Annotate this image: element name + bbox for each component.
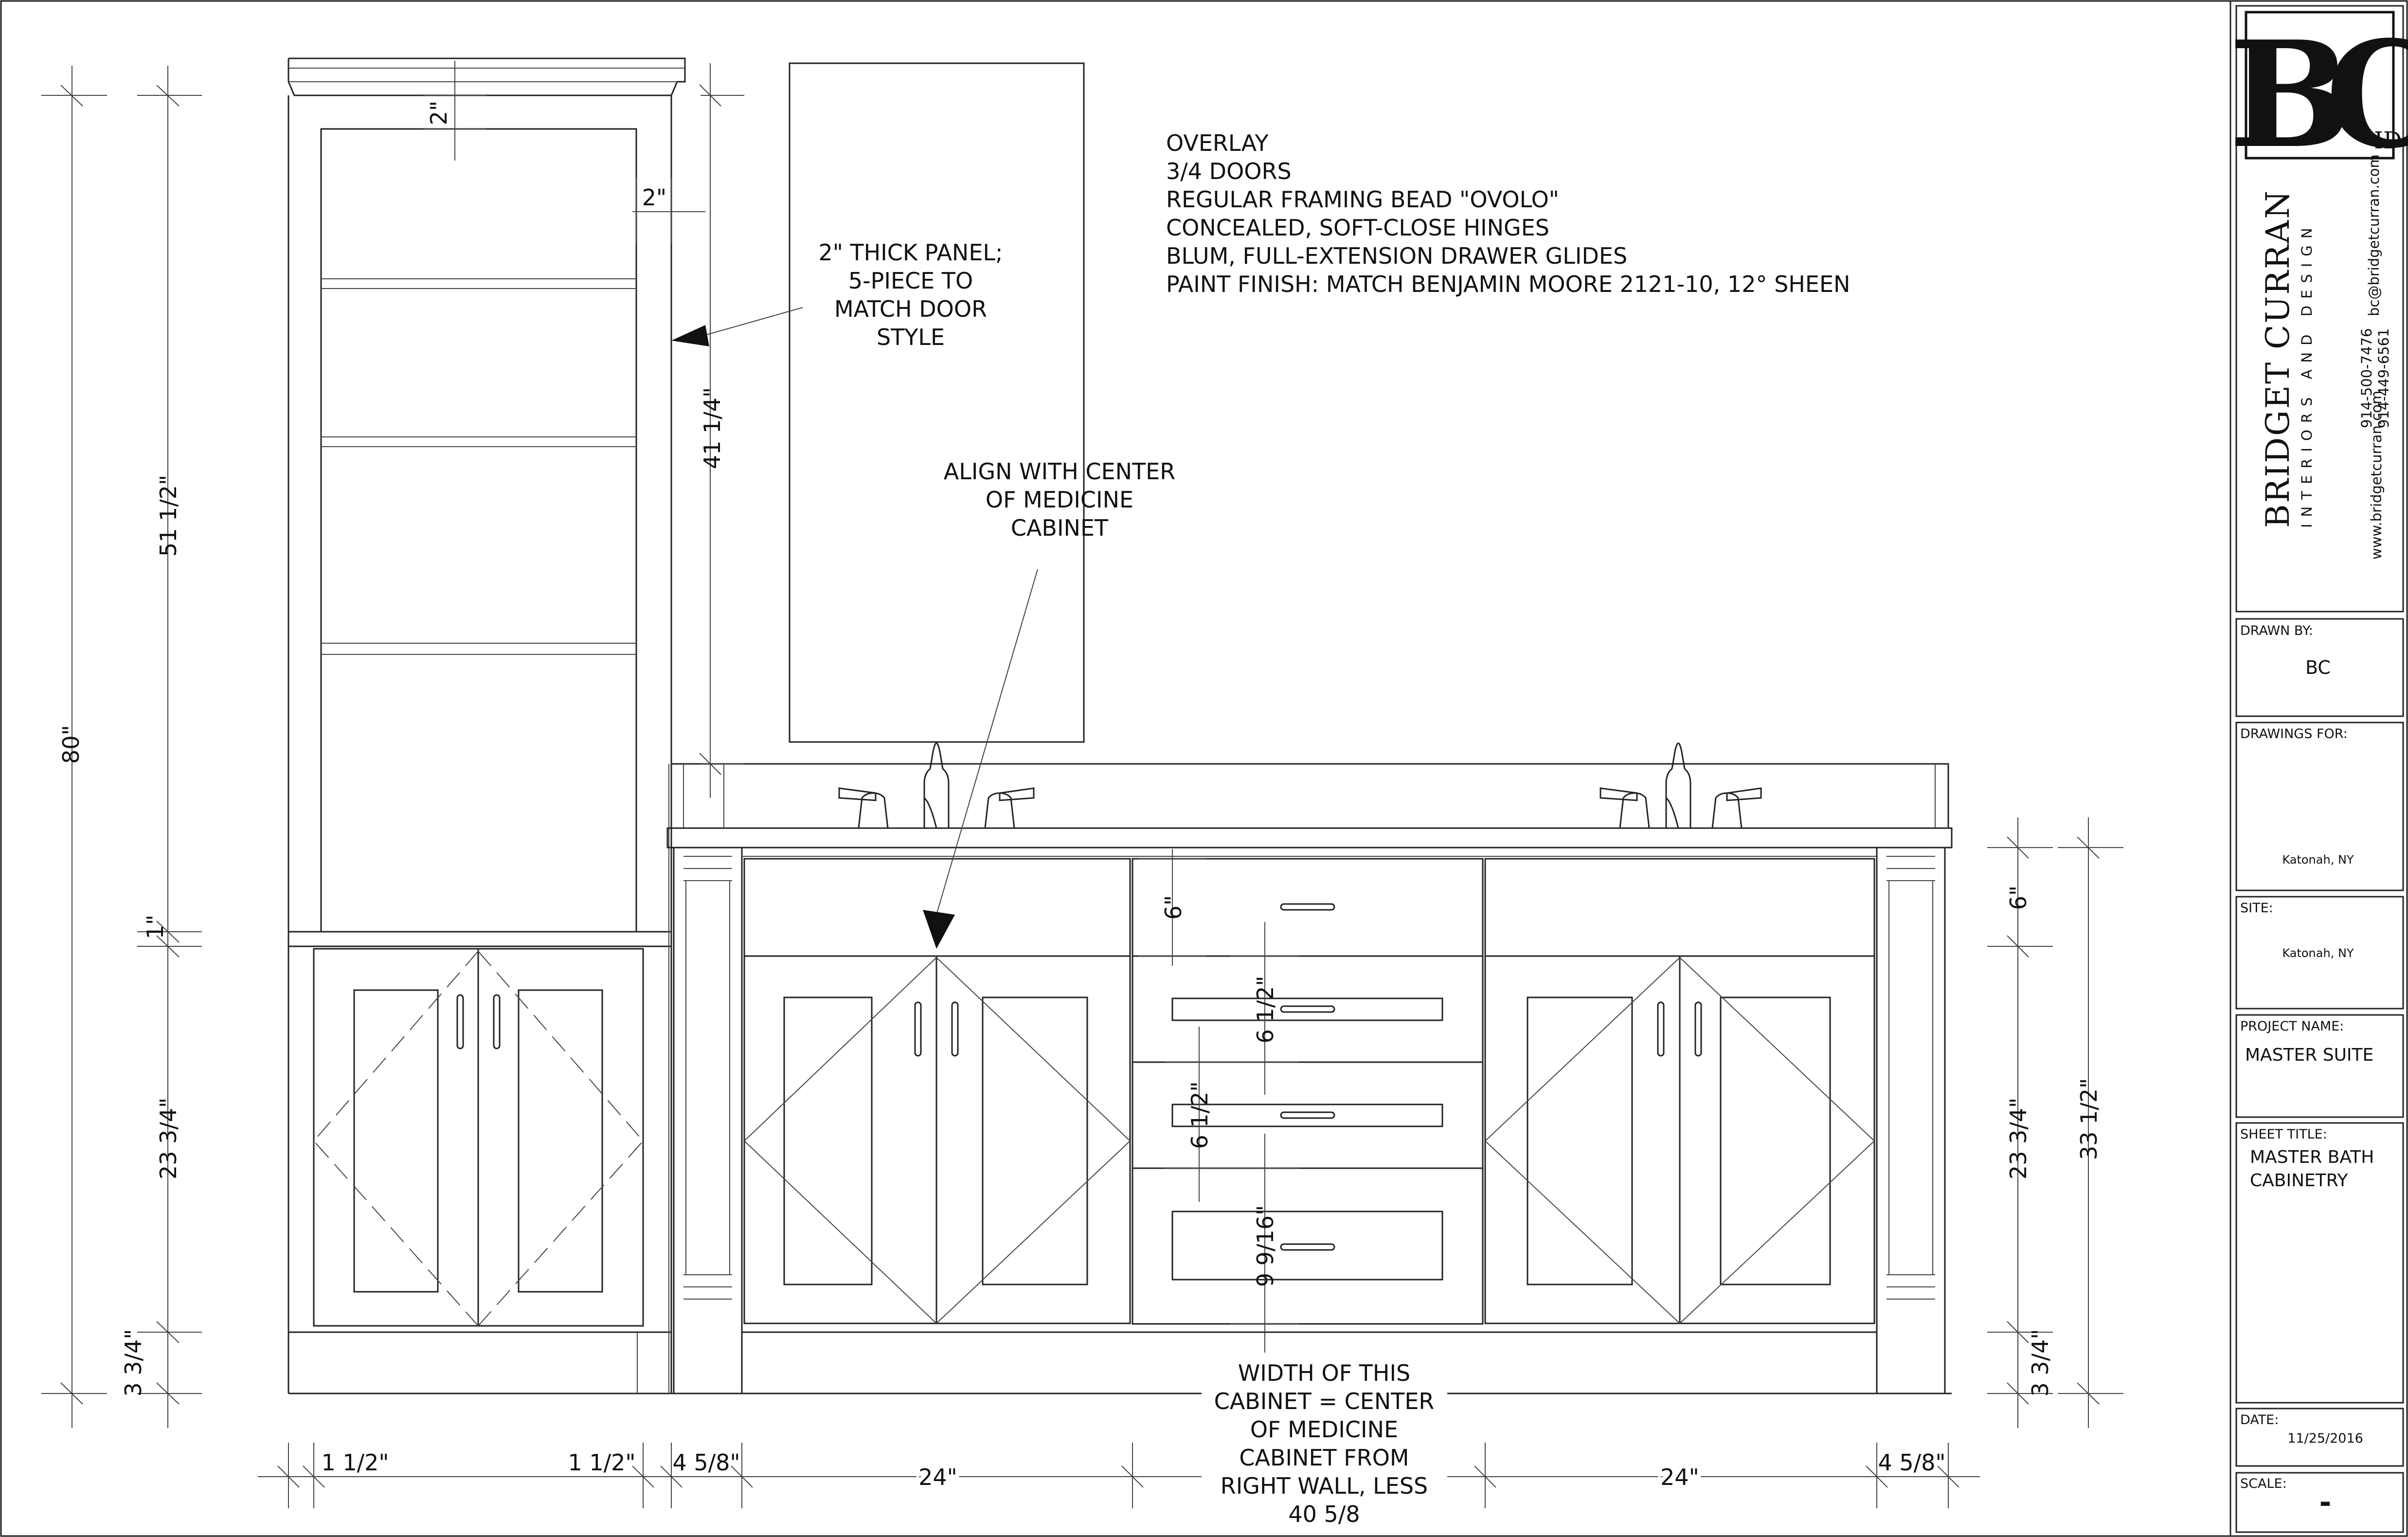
spec-note-line: OVERLAY — [1166, 130, 1269, 156]
drawn-by-label: DRAWN BY: — [2240, 623, 2313, 638]
right-faucet-icon — [1599, 742, 1762, 829]
logo-suffix: ID — [2374, 127, 2402, 154]
company-website: www.bridgetcurran.com — [2368, 391, 2385, 560]
site-value: Katonah, NY — [2282, 946, 2354, 960]
dim-drawer-2: 6 1/2" — [1252, 976, 1278, 1043]
align-note: ALIGN WITH CENTER OF MEDICINE CABINET — [944, 458, 1175, 541]
panel-note-line: MATCH DOOR — [834, 296, 987, 322]
drawn-by-value: BC — [2305, 657, 2331, 678]
width-note: WIDTH OF THIS CABINET = CENTER OF MEDICI… — [1202, 1353, 1447, 1533]
title-block: BC ID BRIDGET CURRAN INTERIORS AND DESIG… — [2228, 1, 2408, 1536]
panel-note-line: 2" THICK PANEL; — [818, 239, 1003, 266]
panel-note-line: 5-PIECE TO — [848, 268, 973, 294]
logo-mark: BC — [2228, 9, 2408, 181]
dim-drawer-top: 6" — [1160, 895, 1186, 920]
dim-overall-height: 80" — [58, 725, 84, 764]
spec-notes: OVERLAY 3/4 DOORS REGULAR FRAMING BEAD "… — [1166, 130, 1850, 297]
dim-right-top: 6" — [2005, 886, 2031, 910]
align-note-line: ALIGN WITH CENTER — [944, 458, 1175, 485]
dim-width-left-sink: 24" — [918, 1464, 957, 1490]
dim-width-right-column: 4 5/8" — [1878, 1449, 1945, 1476]
dim-width-left-column: 4 5/8" — [672, 1449, 740, 1476]
dim-mirror-height: 41 1/4" — [699, 387, 725, 469]
dim-width-tower-stile: 1 1/2" — [321, 1449, 389, 1476]
align-note-line: CABINET — [1011, 515, 1109, 541]
dim-width-gap-stile: 1 1/2" — [568, 1449, 635, 1476]
scale-value: - — [2319, 1485, 2332, 1519]
spec-note-line: CONCEALED, SOFT-CLOSE HINGES — [1166, 215, 1549, 241]
spec-note-line: PAINT FINISH: MATCH BENJAMIN MOORE 2121-… — [1166, 271, 1850, 297]
leader-lines — [671, 307, 1038, 949]
site-label: SITE: — [2240, 901, 2273, 916]
width-note-line: CABINET = CENTER — [1214, 1388, 1435, 1414]
dim-tower-upper: 51 1/2" — [155, 475, 181, 557]
dim-drawer-4: 9 9/16" — [1252, 1205, 1278, 1287]
company-phone-2: 914-449-6561 — [2375, 328, 2392, 428]
filler-panel — [668, 95, 672, 1393]
dim-toe-left: 3 3/4" — [120, 1329, 146, 1396]
double-vanity — [666, 763, 1953, 1394]
width-note-line: RIGHT WALL, LESS — [1221, 1473, 1428, 1499]
spec-note-line: BLUM, FULL-EXTENSION DRAWER GLIDES — [1166, 243, 1627, 269]
spec-note-line: 3/4 DOORS — [1166, 158, 1292, 184]
width-note-line: OF MEDICINE — [1250, 1416, 1398, 1443]
scale-label: SCALE: — [2240, 1476, 2287, 1491]
project-name-value: MASTER SUITE — [2245, 1045, 2373, 1065]
width-note-line: WIDTH OF THIS — [1238, 1360, 1411, 1386]
dim-counter-gap: 1" — [142, 915, 168, 939]
spec-note-line: REGULAR FRAMING BEAD "OVOLO" — [1166, 186, 1559, 213]
date-value: 11/25/2016 — [2287, 1431, 2363, 1446]
dimension-lines — [41, 61, 2123, 1508]
dim-width-right-sink: 24" — [1660, 1464, 1699, 1490]
align-arrow-icon — [923, 910, 955, 949]
medicine-cabinet — [789, 62, 1085, 743]
company-phone-1: 914-500-7476 — [2358, 328, 2375, 428]
project-name-label: PROJECT NAME: — [2240, 1019, 2344, 1034]
dim-side-stile: 2" — [642, 184, 666, 211]
company-tagline: INTERIORS AND DESIGN — [2299, 221, 2315, 528]
dim-toe-right: 3 3/4" — [2027, 1329, 2053, 1396]
sheet-title-line-2: CABINETRY — [2250, 1171, 2348, 1191]
left-column — [673, 847, 743, 1394]
drawings-for-label: DRAWINGS FOR: — [2240, 726, 2348, 741]
date-label: DATE: — [2240, 1412, 2279, 1428]
company-email: bc@bridgetcurran.com — [2366, 154, 2382, 316]
dim-top-rail: 2" — [426, 101, 452, 125]
width-note-line: CABINET FROM — [1239, 1445, 1409, 1471]
dim-overall-vanity: 33 1/2" — [2076, 1078, 2102, 1160]
right-column — [1876, 847, 1946, 1394]
dimension-labels: 80" 51 1/2" 1" 23 3/4" 3 3/4" 2" 2" 41 1… — [58, 101, 2102, 1494]
panel-note-line: STYLE — [877, 324, 945, 350]
dim-base-height-left: 23 3/4" — [155, 1098, 181, 1179]
linen-tower-cabinet — [288, 57, 686, 1394]
company-name: BRIDGET CURRAN — [2259, 189, 2297, 528]
left-faucet-icon — [838, 742, 1035, 829]
align-note-line: OF MEDICINE — [986, 487, 1133, 513]
dim-base-height-right: 23 3/4" — [2005, 1098, 2031, 1179]
sheet-title-line-1: MASTER BATH — [2250, 1147, 2374, 1167]
panel-note: 2" THICK PANEL; 5-PIECE TO MATCH DOOR ST… — [818, 239, 1003, 350]
dim-drawer-3: 6 1/2" — [1186, 1081, 1213, 1149]
drawings-for-value: Katonah, NY — [2282, 853, 2354, 867]
panel-arrow-icon — [671, 325, 709, 346]
company-logo: BC ID — [2228, 9, 2408, 181]
sheet-title-label: SHEET TITLE: — [2240, 1127, 2327, 1142]
width-note-line: 40 5/8 — [1288, 1501, 1360, 1527]
